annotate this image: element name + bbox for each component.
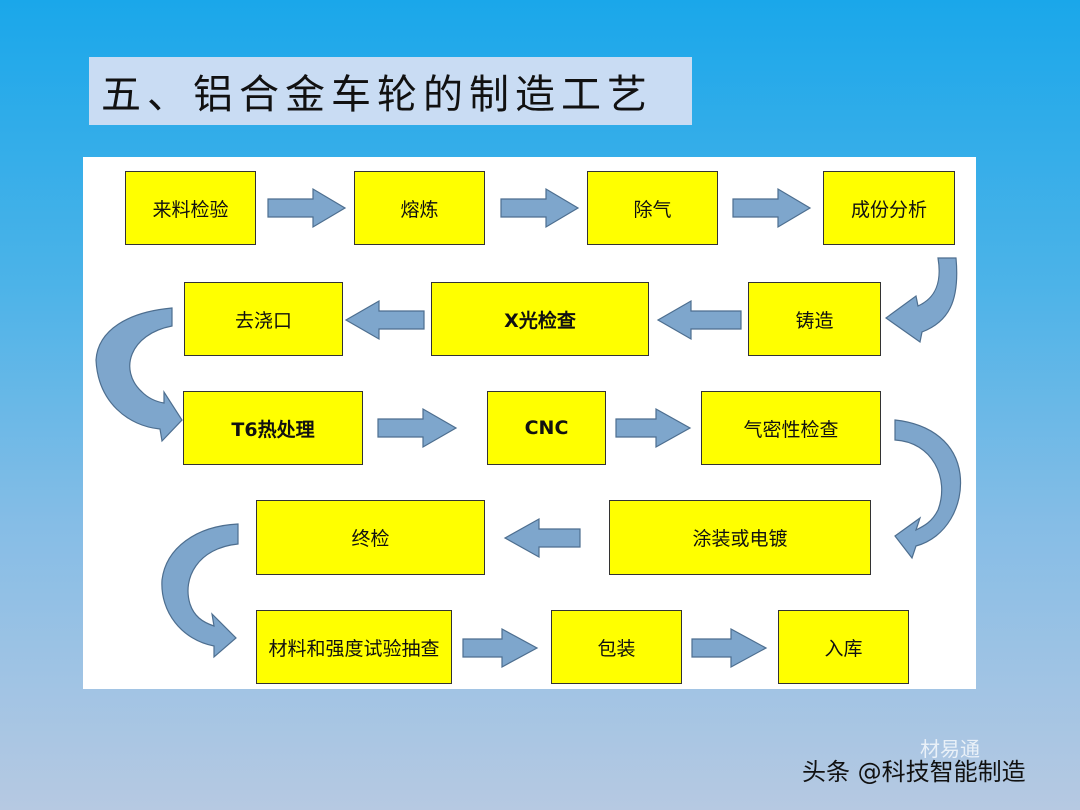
step-degassing: 除气 — [587, 171, 718, 245]
step-smelting: 熔炼 — [354, 171, 485, 245]
step-cnc: CNC — [487, 391, 606, 465]
slide-title-box: 五、铝合金车轮的制造工艺 — [89, 57, 692, 125]
step-composition-analysis: 成份分析 — [823, 171, 955, 245]
arrow-left-icon — [656, 299, 742, 341]
step-material-strength-sampling: 材料和强度试验抽查 — [256, 610, 452, 684]
step-gate-removal: 去浇口 — [184, 282, 343, 356]
arrow-left-icon — [503, 517, 581, 559]
arrow-right-icon — [615, 407, 692, 449]
step-warehousing: 入库 — [778, 610, 909, 684]
step-packaging: 包装 — [551, 610, 682, 684]
curved-arrow-down-icon — [894, 419, 962, 560]
step-coating-or-plating: 涂装或电镀 — [609, 500, 871, 575]
slide-title: 五、铝合金车轮的制造工艺 — [101, 72, 653, 118]
step-xray-inspection: X光检查 — [431, 282, 649, 356]
step-final-inspection: 终检 — [256, 500, 485, 575]
curved-arrow-down-icon — [161, 523, 239, 659]
arrow-right-icon — [691, 627, 768, 669]
arrow-right-icon — [462, 627, 539, 669]
arrow-right-icon — [500, 187, 580, 229]
arrow-right-icon — [377, 407, 458, 449]
curved-arrow-down-icon — [95, 307, 183, 443]
arrow-right-icon — [267, 187, 347, 229]
step-airtightness-inspection: 气密性检查 — [701, 391, 881, 465]
step-casting: 铸造 — [748, 282, 881, 356]
step-t6-heat-treatment: T6热处理 — [183, 391, 363, 465]
arrow-left-icon — [344, 299, 425, 341]
curved-arrow-down-icon — [884, 257, 958, 344]
watermark-faint: 材易通 — [920, 737, 980, 761]
watermark: 头条 @科技智能制造 — [802, 758, 1026, 786]
step-incoming-inspection: 来料检验 — [125, 171, 256, 245]
arrow-right-icon — [732, 187, 812, 229]
